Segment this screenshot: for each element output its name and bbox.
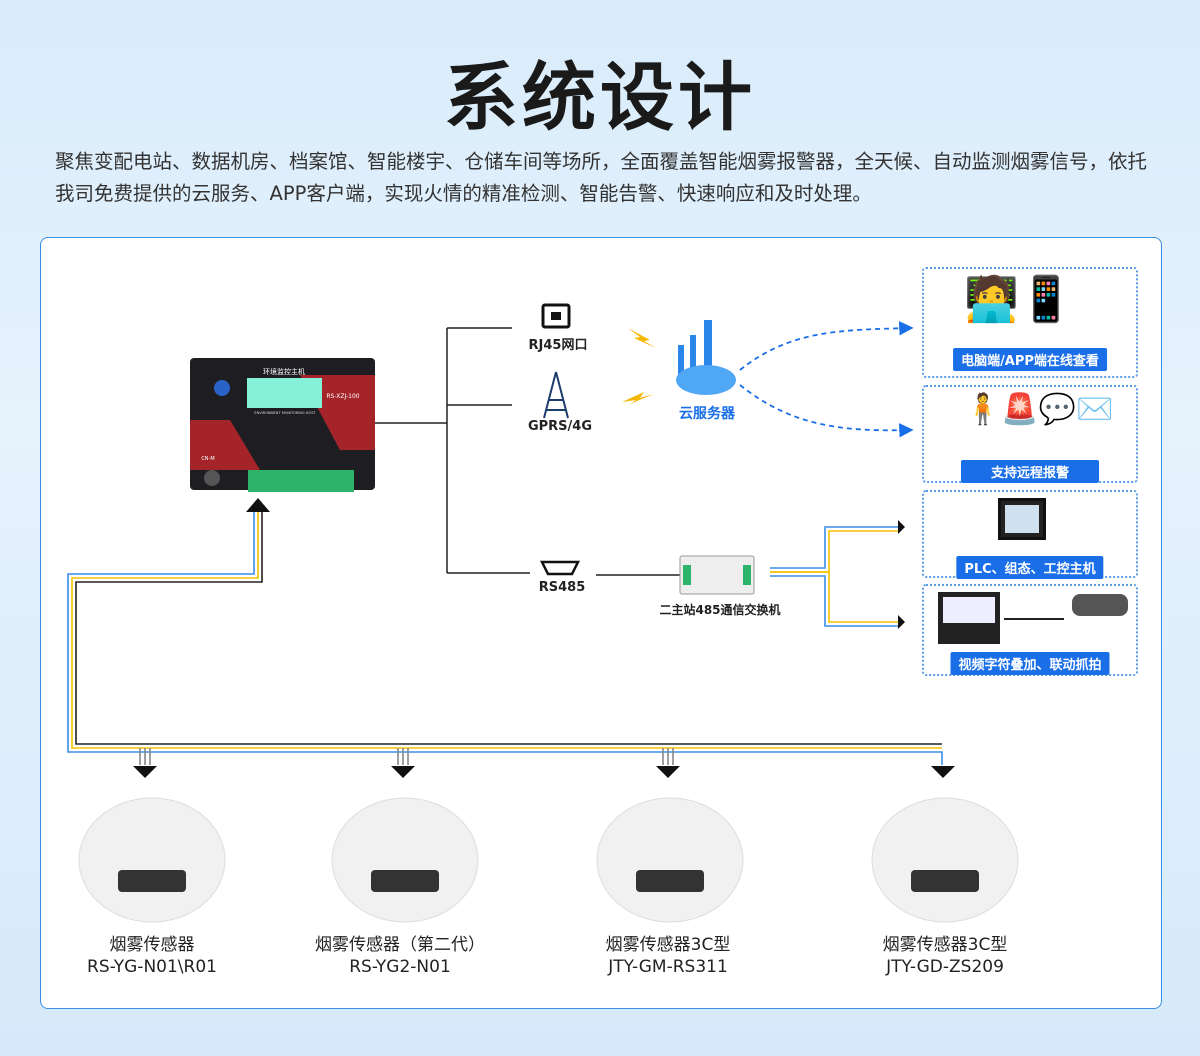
output-label: 支持远程报警 [961,460,1099,483]
output-plc: PLC、组态、工控主机 [922,490,1138,579]
host-device [190,358,375,492]
output-remote-alarm: 🧍🚨💬✉️ 支持远程报警 [922,385,1138,483]
monitor-icon [998,498,1046,540]
output-label: PLC、组态、工控主机 [956,556,1104,579]
cloud-server-icon [676,320,736,395]
host-name: 环境监控主机 [263,367,305,376]
output-video: 视频字符叠加、联动抓拍 [922,584,1138,676]
users-devices-icon: 🧑‍💻📱 [964,274,1074,325]
tower-icon [543,371,569,419]
host-branches [375,327,680,576]
smoke-detectors [78,797,1019,923]
connection-line [1004,618,1064,620]
rs485-icon [539,560,581,576]
output-label: 电脑端/APP端在线查看 [953,348,1107,371]
host-model: RS-XZJ-100 [326,393,359,400]
rs485-label: RS485 [538,580,586,595]
sensor-bus-cable [67,510,943,765]
sensor-arrows [133,766,955,778]
host-subtitle: ENVIRONMENT MONITORING HOST [254,411,316,415]
lightning-icon [622,328,656,404]
intro-text: 聚焦变配电站、数据机房、档案馆、智能楼宇、仓储车间等场所，全面覆盖智能烟雾报警器… [55,150,1148,205]
camera-icon [1072,594,1128,616]
page-title: 系统设计 [444,55,756,141]
video-overlay-device [938,592,1000,644]
output-label: 视频字符叠加、联动抓拍 [950,652,1110,675]
gprs-label: GPRS/4G [527,419,593,434]
rj45-label: RJ45网口 [528,338,588,353]
rj45-icon [541,303,571,329]
alarm-icons: 🧍🚨💬✉️ [964,392,1114,427]
host-port: CN-M [201,456,214,462]
sensor-caption: 烟雾传感器（第二代）RS-YG2-N01 [315,935,485,977]
switch-label: 二主站485通信交换机 [659,603,781,617]
output-online-view: 🧑‍💻📱 电脑端/APP端在线查看 [922,267,1138,378]
cloud-label: 云服务器 [679,406,735,422]
switch-device [679,555,755,595]
